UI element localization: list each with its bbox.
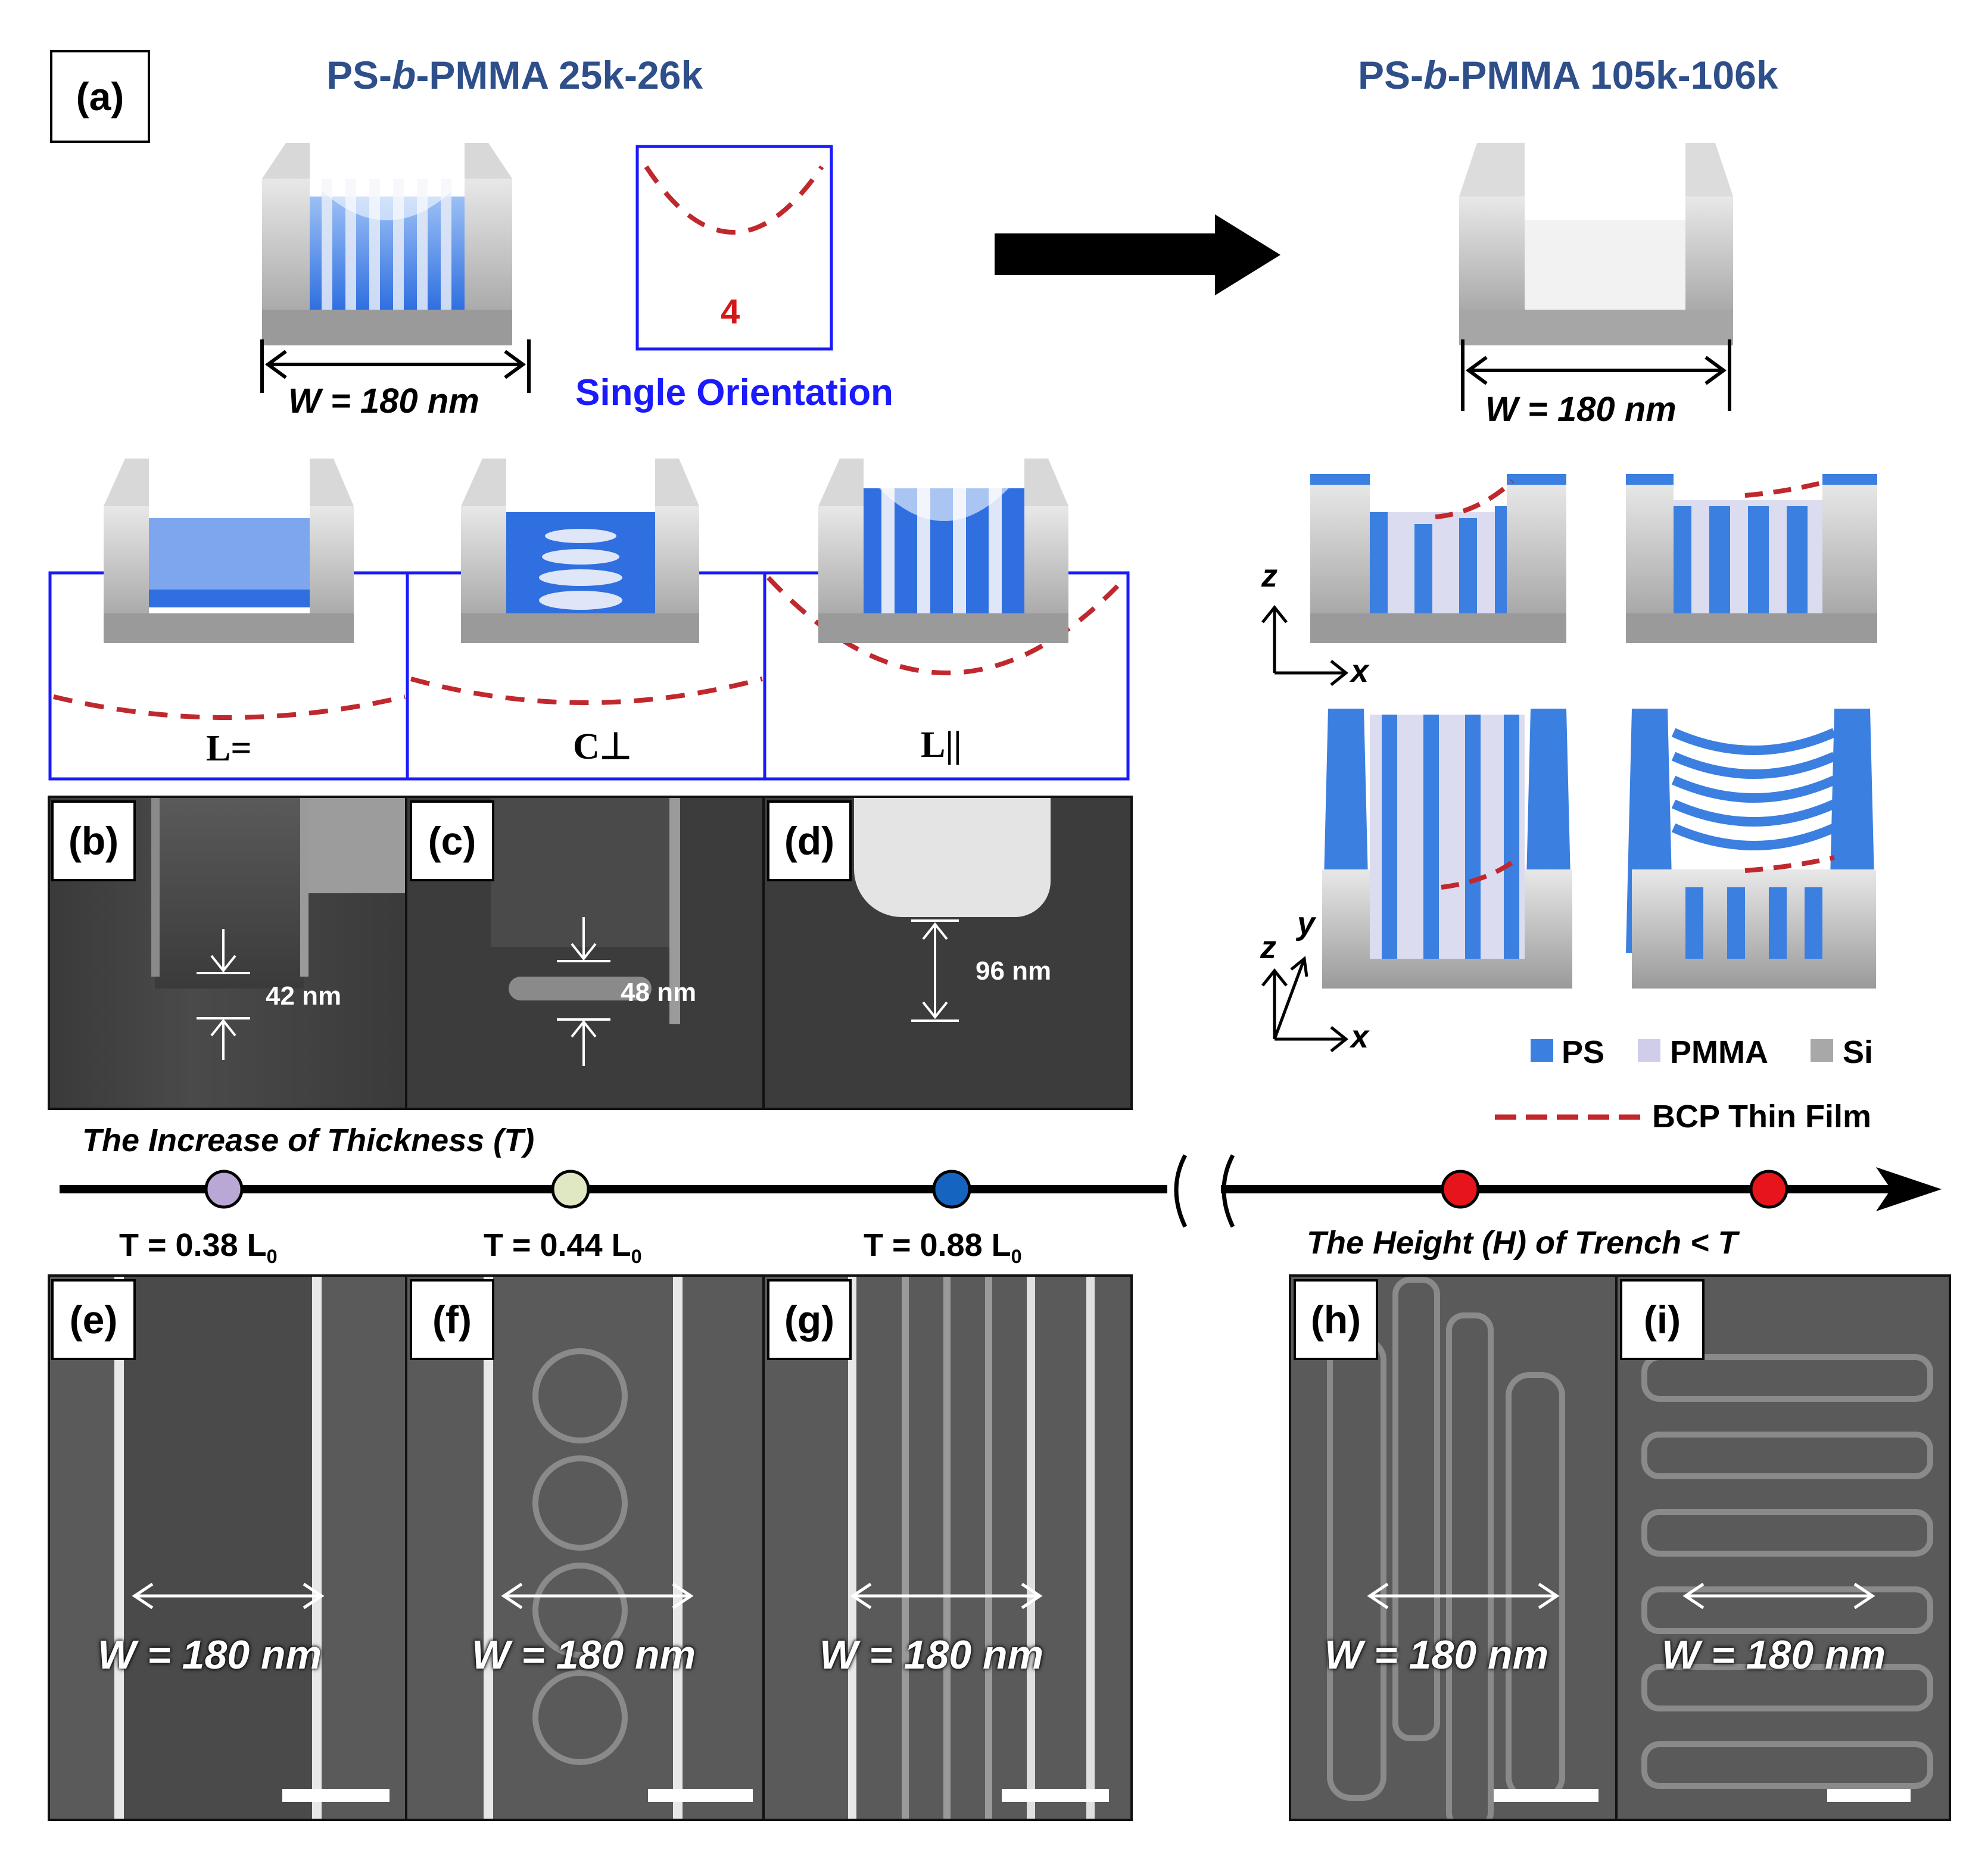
axis-x-top: x <box>1351 653 1369 689</box>
single-orientation-box <box>635 145 833 351</box>
axis-y-bottom: y <box>1297 906 1316 941</box>
legend-film: BCP Thin Film <box>1652 1099 1872 1134</box>
sem-panel-i <box>1615 1274 1951 1821</box>
axis-z-bottom: z <box>1260 930 1276 965</box>
axes-xz <box>1261 604 1349 686</box>
sem-panel-f <box>405 1274 767 1821</box>
legend-ps: PS <box>1562 1034 1605 1070</box>
title-left: PS-b-PMMA 25k-26k <box>326 53 703 97</box>
legend-pmma: PMMA <box>1670 1034 1768 1070</box>
panel-label-g: (g) <box>767 1279 852 1360</box>
panel-label-a: (a) <box>50 50 150 143</box>
width-label-left: W = 180 nm <box>288 382 479 420</box>
sem-width-label-f: W = 180 nm <box>472 1632 696 1678</box>
sem-width-label-e: W = 180 nm <box>98 1632 322 1678</box>
trench-3d-left <box>1322 709 1572 989</box>
axis-x-bottom: x <box>1351 1019 1369 1055</box>
width-arrow-right <box>1461 339 1731 411</box>
trench-lamellae-perpendicular <box>818 459 1068 643</box>
legend-pmma-swatch <box>1638 1039 1660 1062</box>
width-label-right: W = 180 nm <box>1485 390 1677 429</box>
legend-ps-swatch <box>1531 1039 1553 1062</box>
measurement-d: 96 nm <box>976 956 1052 986</box>
legend-si-swatch <box>1811 1039 1833 1062</box>
trench-105k-empty <box>1459 143 1733 345</box>
title-right: PS-b-PMMA 105k-106k <box>1358 53 1778 97</box>
timeline-height-title: The Height (H) of Trench < T <box>1307 1225 1738 1261</box>
timeline-markers <box>204 1170 1788 1209</box>
timeline-mark-2: T = 0.44 L0 <box>484 1227 642 1267</box>
sem-width-label-g: W = 180 nm <box>819 1632 1044 1678</box>
trench-25k-lamellae <box>262 143 512 345</box>
timeline-axis <box>60 1154 1942 1228</box>
timeline-mark-3: T = 0.88 L0 <box>864 1227 1022 1267</box>
sem-width-label-i: W = 180 nm <box>1662 1632 1886 1678</box>
trench-cylinders-perpendicular <box>461 459 699 643</box>
panel-label-e: (e) <box>51 1279 136 1360</box>
axis-z-top: z <box>1261 558 1277 594</box>
panel-label-c: (c) <box>410 800 494 881</box>
measurement-b: 42 nm <box>266 981 342 1011</box>
measurement-c: 48 nm <box>621 978 697 1007</box>
sem-panel-g <box>762 1274 1133 1821</box>
morphology-label-1: L= <box>206 728 252 769</box>
single-orientation-number: 4 <box>721 292 740 331</box>
timeline-thickness-title: The Increase of Thickness (T) <box>82 1123 535 1158</box>
trench-3d-right <box>1626 709 1876 989</box>
single-orientation-label: Single Orientation <box>575 372 893 413</box>
panel-label-i: (i) <box>1620 1279 1705 1360</box>
sem-panel-h <box>1289 1274 1620 1821</box>
panel-label-f: (f) <box>410 1279 494 1360</box>
trench-xz-left <box>1310 474 1566 643</box>
morphology-label-3: L|| <box>921 725 962 765</box>
timeline-mark-1: T = 0.38 L0 <box>119 1227 278 1267</box>
morphology-label-2: C⊥ <box>573 727 632 767</box>
sem-width-label-h: W = 180 nm <box>1325 1632 1549 1678</box>
trench-xz-right <box>1626 474 1877 643</box>
panel-label-d: (d) <box>767 800 852 881</box>
width-arrow-left <box>260 339 531 393</box>
panel-label-b: (b) <box>51 800 136 881</box>
trench-lamellae-parallel <box>104 459 354 643</box>
axes-xyz <box>1261 956 1349 1052</box>
sem-panel-e <box>48 1274 410 1821</box>
panel-label-h: (h) <box>1294 1279 1378 1360</box>
legend-si: Si <box>1843 1034 1874 1070</box>
big-arrow <box>995 214 1280 295</box>
